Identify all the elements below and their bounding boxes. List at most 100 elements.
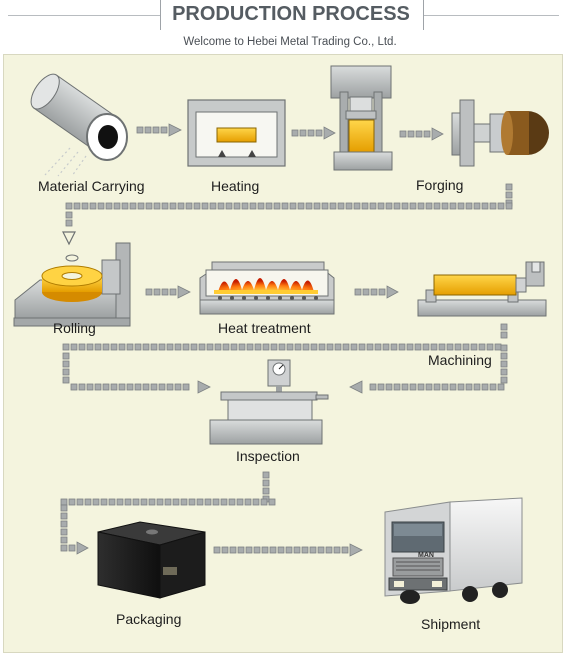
connector-dot xyxy=(233,202,241,210)
connector-dot xyxy=(113,202,121,210)
step-label-heating: Heating xyxy=(211,178,260,194)
connector-dot xyxy=(422,343,430,351)
page-title: PRODUCTION PROCESS xyxy=(172,3,410,25)
connector-dot xyxy=(489,383,497,391)
connector-dot xyxy=(310,343,318,351)
connector-dot xyxy=(92,498,100,506)
connector-dot xyxy=(289,202,297,210)
connector-dot xyxy=(457,202,465,210)
title-rule-left xyxy=(8,15,160,16)
step-label-rolling: Rolling xyxy=(53,320,96,336)
connector-dot xyxy=(121,202,129,210)
connector-dot xyxy=(222,343,230,351)
connector-dot xyxy=(201,202,209,210)
connector-dot xyxy=(161,202,169,210)
connector-dot xyxy=(281,202,289,210)
connector-dot xyxy=(225,202,233,210)
connector-dot xyxy=(89,202,97,210)
connector-dot xyxy=(505,202,513,210)
connector-dot xyxy=(142,343,150,351)
connector-dot xyxy=(156,498,164,506)
step-label-inspection: Inspection xyxy=(236,448,300,464)
connector-dot xyxy=(213,546,221,554)
connector-dot xyxy=(486,343,494,351)
connector-dot xyxy=(497,383,505,391)
connector-dot xyxy=(385,383,393,391)
connector-dot xyxy=(86,383,94,391)
connector-dot xyxy=(81,202,89,210)
connector-dot xyxy=(150,343,158,351)
connector-dot xyxy=(438,343,446,351)
connector-dot xyxy=(108,498,116,506)
connector-dot xyxy=(84,498,92,506)
connector-dot xyxy=(262,343,270,351)
connector-dot xyxy=(269,546,277,554)
arrow-into-inspection-right xyxy=(349,380,363,394)
connector-dot xyxy=(265,202,273,210)
connector-dot xyxy=(441,202,449,210)
connector-dot xyxy=(294,343,302,351)
connector-dot xyxy=(449,202,457,210)
connector-dot xyxy=(116,498,124,506)
connector-dot xyxy=(341,546,349,554)
connector-dot xyxy=(60,498,68,506)
connector-dot xyxy=(65,202,73,210)
connector-dot xyxy=(401,383,409,391)
connector-dot xyxy=(462,343,470,351)
arrow-into-shipment xyxy=(349,543,363,557)
connector-dot xyxy=(285,546,293,554)
step-label-forging: Forging xyxy=(416,177,464,193)
connector-dot xyxy=(206,343,214,351)
connector-dot xyxy=(78,383,86,391)
connector-dot xyxy=(73,202,81,210)
connector-dot xyxy=(301,546,309,554)
connector-dot xyxy=(209,202,217,210)
connector-dot xyxy=(470,343,478,351)
heat-treatment-furnace-icon xyxy=(199,261,335,315)
connector-dot xyxy=(158,383,166,391)
connector-dot xyxy=(230,343,238,351)
title-rule-right xyxy=(422,15,559,16)
connector-dot xyxy=(182,343,190,351)
connector-dot xyxy=(489,202,497,210)
connector-dot xyxy=(228,498,236,506)
return-path-2 xyxy=(500,323,508,339)
connector-dot xyxy=(172,498,180,506)
connector-dot xyxy=(473,383,481,391)
connector-dot xyxy=(333,546,341,554)
connector-dot xyxy=(185,202,193,210)
connector-dot xyxy=(220,498,228,506)
connector-dot xyxy=(401,202,409,210)
connector-dot xyxy=(309,546,317,554)
step-label-heat-treatment: Heat treatment xyxy=(218,320,311,336)
connector-dot xyxy=(433,383,441,391)
connector-dot xyxy=(105,202,113,210)
connector-dot xyxy=(417,202,425,210)
connector-dot xyxy=(229,546,237,554)
connector-dot xyxy=(393,383,401,391)
connector-dot xyxy=(454,343,462,351)
connector-dot xyxy=(134,343,142,351)
arrow-2 xyxy=(291,126,336,140)
connector-dot xyxy=(204,498,212,506)
material-carrying-icon xyxy=(30,73,128,177)
connector-dot xyxy=(214,343,222,351)
return-path-3-right xyxy=(500,344,508,384)
connector-dot xyxy=(244,498,252,506)
connector-dot xyxy=(182,383,190,391)
connector-dot xyxy=(305,202,313,210)
connector-dot xyxy=(377,383,385,391)
connector-dot xyxy=(465,202,473,210)
connector-dot xyxy=(481,383,489,391)
path-to-inspection-right xyxy=(369,383,505,391)
connector-dot xyxy=(148,498,156,506)
connector-dot xyxy=(449,383,457,391)
connector-dot xyxy=(212,498,220,506)
connector-dot xyxy=(100,498,108,506)
connector-dot xyxy=(78,343,86,351)
connector-dot xyxy=(124,498,132,506)
step-label-shipment: Shipment xyxy=(421,616,481,632)
connector-dot xyxy=(110,343,118,351)
inspection-gauge-icon xyxy=(209,359,329,445)
connector-dot xyxy=(174,383,182,391)
